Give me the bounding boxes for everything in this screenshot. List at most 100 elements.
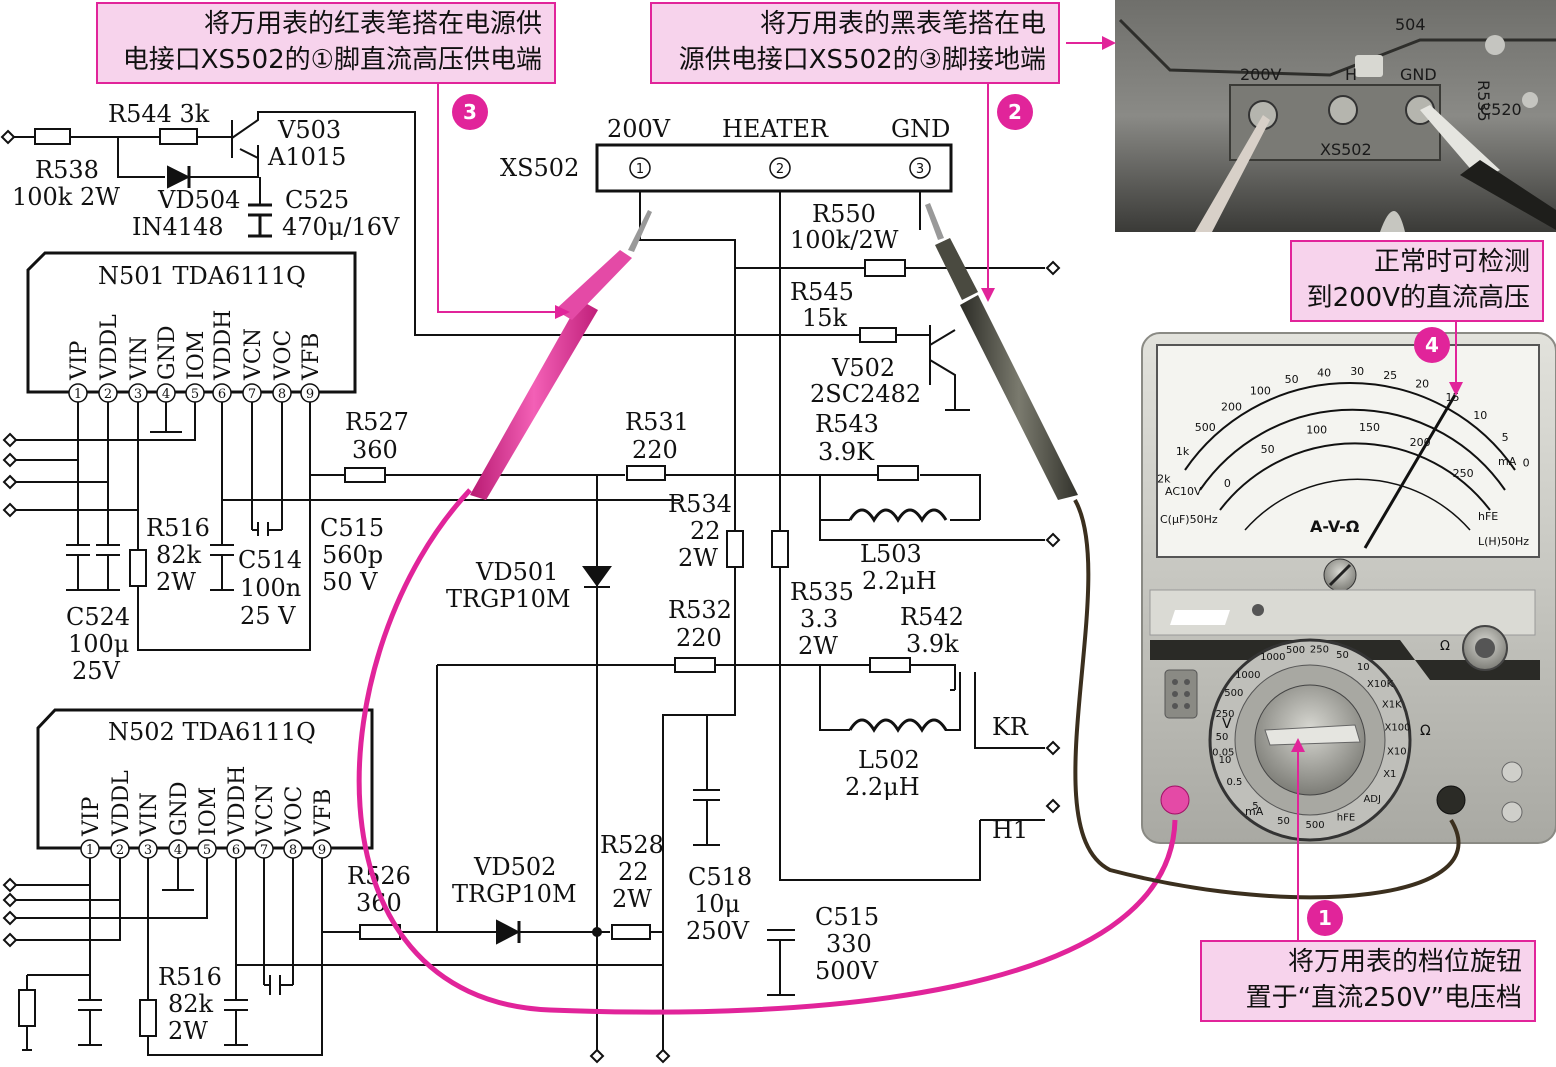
label-v502: V502: [831, 354, 895, 382]
n502-pin-3-number: 3: [144, 843, 152, 858]
ohm-adj-label: Ω: [1440, 639, 1450, 654]
meter-scale-top-tick-11: 10: [1473, 409, 1487, 422]
meter-ind-label: L(H)50Hz: [1478, 535, 1529, 548]
step-2-marker: [997, 94, 1033, 130]
label-r538: R538: [35, 156, 99, 184]
svg-text:1: 1: [636, 162, 644, 177]
label-kr: KR: [992, 713, 1029, 741]
label-vd504: VD504: [157, 186, 240, 214]
n501-title: N501 TDA6111Q: [98, 262, 306, 290]
n501-pin-7-number: 7: [248, 387, 256, 402]
arrowheads: [555, 36, 1463, 752]
dial-lower-6: 0.05: [1212, 747, 1234, 758]
label-c525: C525: [285, 186, 349, 214]
meter-scale-mid-tick-1: 50: [1261, 443, 1275, 456]
n501-pin-3-name: VIN: [127, 336, 152, 381]
label-r528-v2: 2W: [612, 885, 652, 913]
photo-label-gnd: GND: [1400, 65, 1437, 84]
meter-scale-mid-tick-5: 250: [1453, 467, 1474, 480]
dial-left-3: 500: [1224, 688, 1243, 699]
step-markers: 3 2 4 1: [452, 94, 1450, 936]
n501-pin-3-number: 3: [134, 387, 142, 402]
n501-pin-6-name: VDDH: [211, 310, 236, 381]
label-r516a: R516: [146, 514, 210, 542]
n502-pin-9-name: VFB: [311, 789, 336, 837]
meter-scale-top-tick-9: 20: [1415, 378, 1429, 391]
meter-ma-label: mA: [1498, 455, 1517, 468]
dial-upper-6: X1K: [1382, 700, 1402, 711]
n502-pin-9-number: 9: [318, 843, 326, 858]
meter-needle: [1363, 394, 1457, 549]
dial-left-4: 1000: [1235, 670, 1260, 681]
label-c518: C518: [688, 863, 752, 891]
label-r543-value: 3.9K: [818, 438, 875, 466]
n502-pin-1-name: VIP: [79, 796, 104, 837]
label-c525-value: 470μ/16V: [282, 213, 400, 241]
connector-pin3-label: GND: [891, 115, 950, 143]
label-v502-value: 2SC2482: [810, 380, 921, 408]
meter-scale-mid-tick-2: 100: [1306, 424, 1327, 437]
n501-pin-9-number: 9: [306, 387, 314, 402]
dial-lower-3: 50: [1277, 816, 1290, 827]
svg-text:3: 3: [463, 100, 477, 124]
n502-pin-6-name: VDDH: [225, 766, 250, 837]
photo-label-h: H: [1345, 65, 1357, 84]
label-r527: R527: [345, 408, 409, 436]
label-c518-v2: 250V: [686, 917, 750, 945]
n502-pin-6-number: 6: [232, 843, 240, 858]
step-4-marker: [1414, 327, 1450, 363]
label-c515a: C515: [320, 514, 384, 542]
label-r550-value: 100k/2W: [790, 226, 899, 254]
meter-cap-label: C(μF)50Hz: [1160, 513, 1218, 526]
label-r535-v1: 3.3: [800, 605, 838, 633]
label-r516b: R516: [158, 963, 222, 991]
meter-scale-mid-tick-4: 200: [1410, 436, 1431, 449]
n502-pin-2-name: VDDL: [109, 770, 134, 837]
dial-upper-5: X10K: [1367, 679, 1394, 690]
dial-v-label: V: [1222, 716, 1232, 732]
dial-upper-4: 10: [1357, 662, 1370, 673]
dial-left-2: 250: [1215, 709, 1234, 720]
label-c514-v2: 25 V: [240, 602, 296, 630]
connector-name: XS502: [500, 154, 579, 182]
dial-lower-1: hFE: [1337, 812, 1355, 823]
callout-arrows: [437, 42, 1457, 940]
callout-black-probe: 将万用表的黑表笔搭在电 源供电接口XS502的③脚接地端: [650, 2, 1060, 84]
n501-pin-2-name: VDDL: [97, 314, 122, 381]
label-r538-value: 100k 2W: [12, 183, 120, 211]
dial-left-0: 10: [1219, 755, 1232, 766]
n501-pin-5-number: 5: [191, 387, 199, 402]
label-l502: L502: [858, 746, 920, 774]
meter-scale-top-tick-8: 25: [1383, 369, 1397, 382]
label-vd502: VD502: [473, 853, 556, 881]
label-vd501: VD501: [475, 558, 558, 586]
n501-pin-9-name: VFB: [299, 333, 324, 381]
callout-range-setting: 将万用表的档位旋钮 置于“直流250V”电压档: [1200, 940, 1536, 1022]
label-r534-v2: 2W: [678, 544, 718, 572]
schematic: [8, 111, 1045, 1056]
dial-upper-2: 250: [1310, 645, 1329, 656]
photo-label-xs502: XS502: [1320, 140, 1372, 159]
label-r528: R528: [600, 831, 664, 859]
meter-face-label: A-V-Ω: [1310, 517, 1360, 536]
dial-upper-8: X10: [1387, 746, 1407, 757]
label-r534-v1: 22: [690, 517, 721, 545]
n502-pin-7-number: 7: [260, 843, 268, 858]
svg-text:3: 3: [916, 162, 924, 177]
photo-label-504: 504: [1395, 15, 1426, 34]
label-r531-value: 220: [632, 436, 678, 464]
label-r516b-v2: 2W: [168, 1017, 208, 1045]
multimeter: AC10V C(μF)50Hz L(H)50Hz hFE mA A-V-Ω 2k…: [1141, 332, 1556, 844]
callout-red-probe: 将万用表的红表笔搭在电源供 电接口XS502的①脚直流高压供电端: [96, 2, 556, 84]
label-r516a-v2: 2W: [156, 568, 196, 596]
connector-pin2-label: HEATER: [722, 115, 829, 143]
label-r532-value: 220: [676, 624, 722, 652]
label-c515a-v2: 50 V: [322, 568, 378, 596]
photo-label-200v: 200V: [1240, 65, 1282, 84]
photo-label-c520: C520: [1480, 100, 1522, 119]
